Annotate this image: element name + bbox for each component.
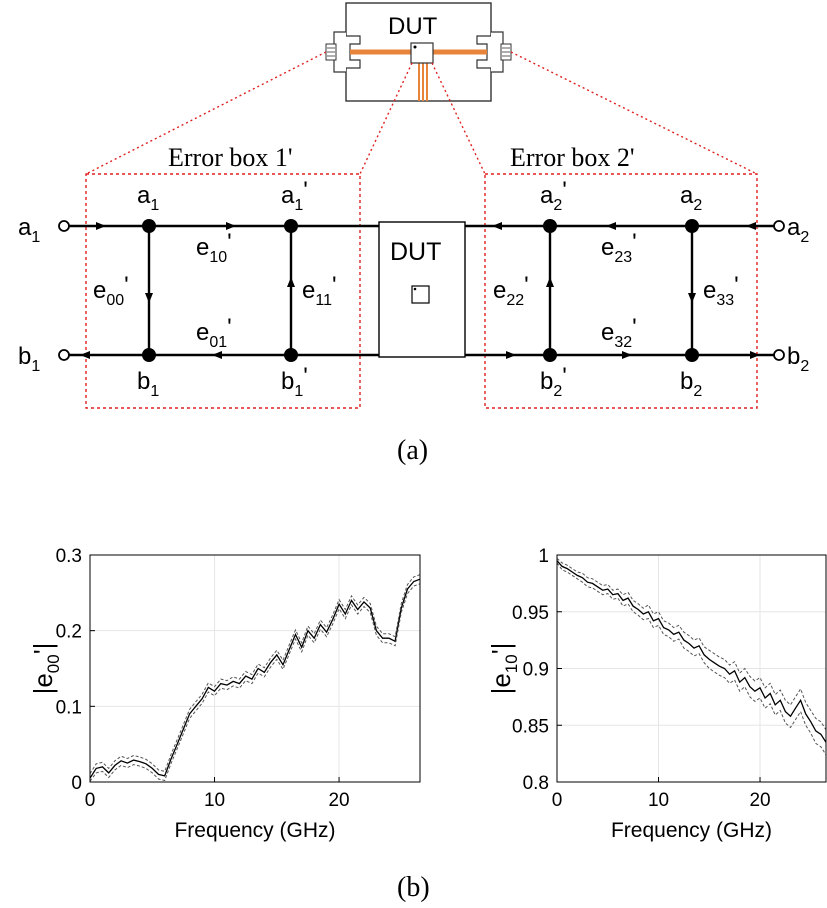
series-lower-line bbox=[89, 583, 421, 782]
dut-block-label: DUT bbox=[390, 238, 441, 266]
caption-b: (b) bbox=[397, 872, 430, 903]
error-box-1 bbox=[85, 173, 361, 409]
series-upper-line bbox=[556, 558, 827, 731]
port-b2-terminal bbox=[773, 349, 785, 361]
label-port-b1: b1 bbox=[18, 343, 40, 375]
label-port-a2: a2 bbox=[787, 214, 809, 246]
y-axis-label: |e00'| bbox=[28, 643, 63, 695]
y-tick-label: 0.95 bbox=[512, 603, 549, 624]
graph-nodes bbox=[142, 219, 699, 362]
caption-a: (a) bbox=[397, 435, 428, 466]
y-axis-label-suffix: '| bbox=[486, 643, 516, 655]
error-box-2-title: Error box 2' bbox=[510, 143, 635, 172]
y-tick-label: 0.85 bbox=[512, 716, 549, 737]
y-tick-label: 0.9 bbox=[523, 660, 549, 681]
y-axis-label-suffix: '| bbox=[28, 643, 58, 655]
label-e10: e10' bbox=[196, 229, 232, 266]
flow-arrows bbox=[80, 222, 766, 359]
y-tick-label: 0 bbox=[71, 773, 82, 794]
plot-frame bbox=[89, 554, 421, 783]
y-tick-label: 1 bbox=[538, 546, 549, 567]
label-node-b2: b2 bbox=[680, 368, 702, 400]
y-tick-label: 0.1 bbox=[56, 697, 82, 718]
x-tick-label: 20 bbox=[328, 790, 349, 811]
fixture-drawing: DUT bbox=[325, 2, 512, 102]
label-node-a2-prime: a2' bbox=[540, 177, 567, 214]
y-tick-label: 0.3 bbox=[56, 546, 82, 567]
zoom-guides bbox=[85, 51, 758, 175]
x-tick-label: 20 bbox=[749, 790, 770, 811]
label-port-a1: a1 bbox=[18, 214, 40, 246]
series-mean-line bbox=[556, 560, 827, 743]
node-b1 bbox=[142, 348, 156, 362]
port-a1-terminal bbox=[58, 220, 70, 232]
label-e32: e32' bbox=[601, 314, 637, 351]
label-e00: e00' bbox=[93, 272, 129, 309]
port-b1-terminal bbox=[58, 349, 70, 361]
series-mean-line bbox=[89, 578, 421, 779]
port-terminals bbox=[58, 220, 785, 361]
y-axis-label-base: |e bbox=[486, 673, 516, 694]
label-e22: e22' bbox=[493, 272, 529, 309]
label-node-a2: a2 bbox=[680, 182, 702, 214]
x-tick-label: 10 bbox=[648, 790, 669, 811]
y-axis-label-base: |e bbox=[28, 673, 58, 694]
node-a1-prime bbox=[284, 219, 298, 233]
label-node-b1: b1 bbox=[137, 368, 159, 400]
node-b2-prime bbox=[543, 348, 557, 362]
y-axis-label: |e10'| bbox=[486, 643, 521, 695]
node-a1 bbox=[142, 219, 156, 233]
label-e23: e23' bbox=[601, 229, 637, 266]
label-e33: e33' bbox=[703, 272, 739, 309]
label-port-b2: b2 bbox=[787, 343, 809, 375]
y-axis-label-sub: 00 bbox=[44, 654, 63, 673]
dut-chip-icon bbox=[411, 285, 430, 304]
x-tick-label: 10 bbox=[204, 790, 225, 811]
x-axis-label: Frequency (GHz) bbox=[611, 819, 772, 842]
node-a2-prime bbox=[543, 219, 557, 233]
fixture-title: DUT bbox=[388, 13, 438, 40]
graph-labels: a1 b1 a2 b2 a1 a1' b1 b1' a2' a2 b2' b2 … bbox=[18, 177, 809, 400]
node-a2 bbox=[685, 219, 699, 233]
y-tick-label: 0.2 bbox=[56, 622, 82, 643]
node-b1-prime bbox=[284, 348, 298, 362]
label-e11: e11' bbox=[302, 272, 337, 309]
plot-area bbox=[90, 555, 420, 782]
label-node-a1: a1 bbox=[137, 182, 159, 214]
x-tick-label: 0 bbox=[552, 790, 563, 811]
fixture-chip bbox=[410, 42, 434, 64]
error-box-2 bbox=[484, 173, 758, 409]
y-axis-label-sub: 10 bbox=[502, 654, 521, 673]
series-lower-line bbox=[556, 562, 827, 756]
error-box-1-title: Error box 1' bbox=[168, 143, 293, 172]
y-tick-label: 0.8 bbox=[523, 773, 549, 794]
x-axis-label: Frequency (GHz) bbox=[174, 819, 335, 842]
label-e01: e01' bbox=[196, 314, 232, 351]
label-node-a1-prime: a1' bbox=[281, 177, 308, 214]
node-b2 bbox=[685, 348, 699, 362]
x-tick-label: 0 bbox=[85, 790, 96, 811]
label-node-b2-prime: b2' bbox=[540, 363, 567, 400]
port-a2-terminal bbox=[773, 220, 785, 232]
label-node-b1-prime: b1' bbox=[281, 363, 308, 400]
